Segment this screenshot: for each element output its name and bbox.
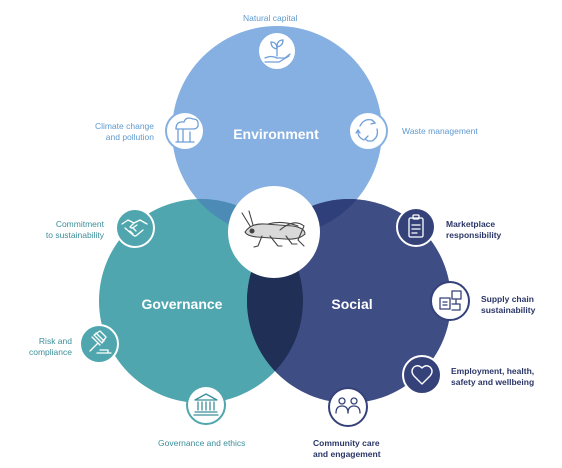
people-icon: [335, 397, 361, 414]
commitment-label: Commitment to sustainability: [45, 219, 104, 240]
supply-chain-badge: [430, 281, 470, 321]
governance-title: Governance: [142, 296, 223, 312]
handshake-icon: [121, 219, 148, 237]
climate-label: Climate change and pollution: [94, 121, 154, 142]
sprout-hand-icon: [264, 39, 291, 63]
grasshopper-icon: [241, 210, 306, 248]
community-label: Community care and engagement: [313, 438, 381, 459]
waste-label: Waste management: [402, 126, 478, 136]
climate-badge: [165, 111, 205, 151]
marketplace-label: Marketplace responsibility: [446, 219, 502, 240]
institution-icon: [193, 393, 219, 416]
marketplace-badge: [396, 207, 436, 247]
heart-icon: [411, 365, 433, 385]
risk-label: Risk and compliance: [29, 336, 72, 357]
environment-title: Environment: [233, 126, 319, 142]
supply-chain-label: Supply chain sustainability: [481, 294, 536, 315]
community-badge: [328, 387, 368, 427]
employment-badge: [402, 355, 442, 395]
social-title: Social: [331, 296, 372, 312]
ethics-label: Governance and ethics: [158, 438, 246, 448]
gavel-icon: [89, 330, 112, 354]
waste-badge: [348, 111, 388, 151]
recycle-icon: [355, 118, 379, 142]
factory-cloud-icon: [175, 117, 199, 143]
natural-capital-badge: [257, 31, 297, 71]
supply-chain-icon: [439, 290, 462, 311]
commitment-badge: [115, 208, 155, 248]
center-badge: [228, 186, 320, 278]
risk-badge: [79, 324, 119, 364]
clipboard-icon: [408, 214, 424, 238]
ethics-badge: [186, 385, 226, 425]
employment-label: Employment, health, safety and wellbeing: [451, 366, 535, 387]
natural-capital-label: Natural capital: [243, 13, 298, 23]
environment-circle: [172, 26, 382, 236]
